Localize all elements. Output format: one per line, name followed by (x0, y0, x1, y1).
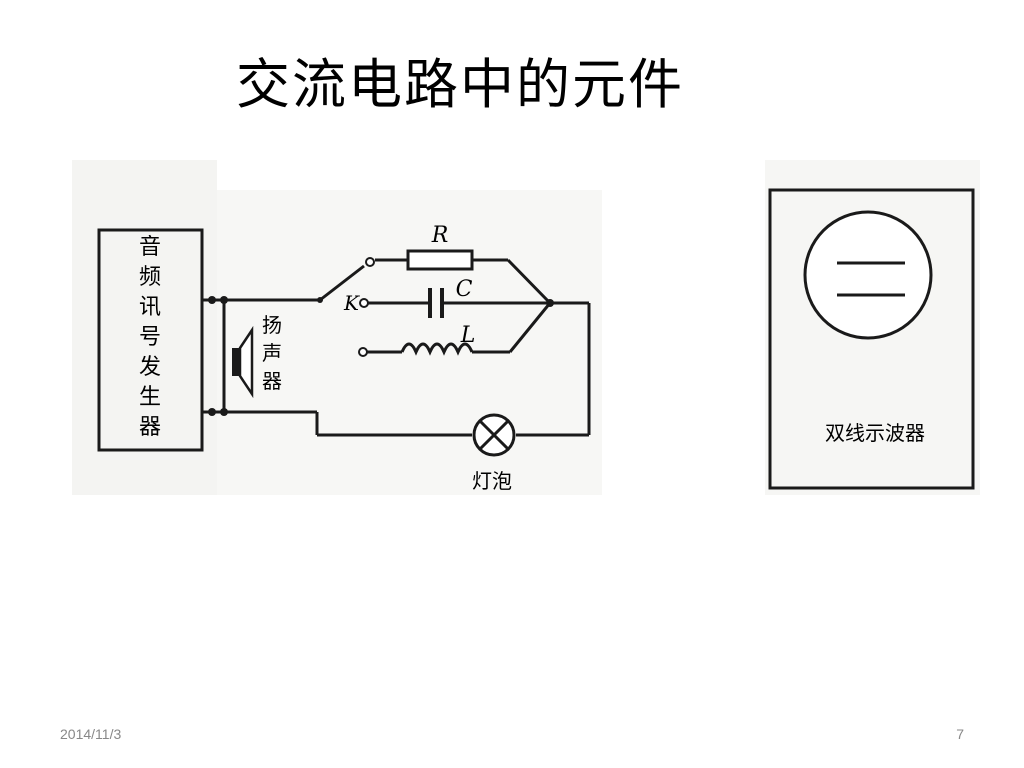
generator-char: 音 (139, 235, 161, 260)
speaker-char: 器 (262, 369, 282, 393)
wires (202, 258, 591, 437)
switch-contacts (358, 257, 375, 357)
speaker-symbol (232, 325, 254, 399)
circuit-diagram: 音 频 讯 号 发 生 器 (72, 160, 602, 495)
bulb-label: 灯泡 (472, 469, 512, 493)
inductor-symbol (400, 342, 474, 356)
junction-dots (208, 296, 554, 416)
resistor-symbol (406, 249, 474, 271)
page-number: 7 (956, 726, 964, 742)
capacitor-label: C (456, 277, 473, 302)
capacitor-symbol (428, 288, 444, 318)
bulb-symbol (472, 413, 516, 457)
switch-label: K (343, 291, 360, 315)
inductor-label: L (460, 323, 476, 348)
resistor-label: R (431, 223, 449, 248)
generator-char: 号 (139, 325, 161, 350)
generator-char: 发 (139, 355, 161, 380)
generator-char: 讯 (139, 295, 161, 320)
oscilloscope-diagram: 双线示波器 (765, 160, 980, 495)
speaker-char: 声 (262, 341, 282, 365)
oscilloscope-case (768, 188, 975, 490)
generator-char: 频 (139, 265, 161, 290)
scan-background-left (72, 160, 217, 495)
generator-char: 器 (139, 415, 161, 440)
signal-generator-box (97, 228, 204, 452)
scan-background-right (217, 190, 602, 495)
footer-date: 2014/11/3 (60, 726, 122, 742)
generator-label: 音 频 讯 号 发 生 器 (139, 235, 161, 440)
generator-char: 生 (139, 385, 161, 410)
speaker-char: 扬 (262, 313, 282, 337)
oscilloscope-label: 双线示波器 (825, 421, 925, 445)
oscilloscope-screen (803, 210, 933, 340)
slide-title: 交流电路中的元件 (236, 53, 684, 116)
